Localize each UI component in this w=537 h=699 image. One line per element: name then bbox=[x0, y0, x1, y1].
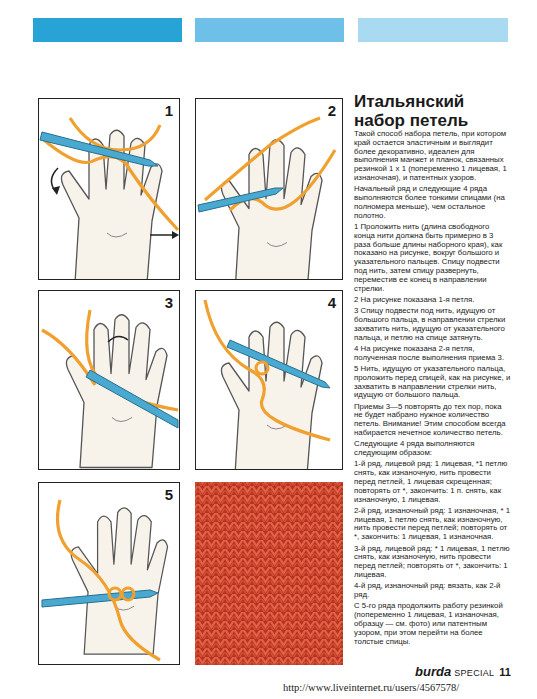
instruction-text: Приемы 3—5 повторять до тех пор, пока не… bbox=[354, 403, 511, 438]
instruction-text: 2-й ряд, изнаночный ряд: 1 изнаночная, *… bbox=[354, 507, 511, 542]
step-illustration bbox=[198, 118, 335, 279]
instruction-column: Такой способ набора петель, при котором … bbox=[354, 130, 511, 649]
page-number: 11 bbox=[499, 666, 511, 678]
instruction-text: 4-й ряд, изнаночный ряд: вязать, как 2-й… bbox=[354, 582, 511, 600]
step-illustration bbox=[205, 300, 330, 469]
loop bbox=[122, 588, 134, 600]
illustration-panel: 3 bbox=[38, 290, 180, 470]
instruction-text: 5 Нить, идущую от указательного пальца, … bbox=[354, 365, 511, 400]
instruction-text: Следующие 4 ряда выполняются следующим о… bbox=[354, 440, 511, 458]
brand-issue: SPECIAL bbox=[454, 668, 494, 678]
hand bbox=[71, 508, 167, 654]
needle bbox=[227, 340, 330, 388]
instruction-text: 2 На рисунке показана 1-я петля. bbox=[354, 296, 511, 305]
yarn bbox=[205, 118, 320, 200]
illustration-panel: 1 bbox=[38, 98, 180, 280]
page-footer: burdaSPECIAL 11 bbox=[415, 662, 511, 680]
direction-arrow bbox=[150, 234, 174, 236]
yarn bbox=[205, 300, 330, 440]
header-bar bbox=[358, 18, 508, 42]
arrowhead bbox=[172, 231, 179, 239]
direction-arrow bbox=[108, 336, 128, 342]
step-illustration bbox=[42, 500, 168, 660]
knit-sample-photo bbox=[195, 482, 343, 665]
instruction-text: Такой способ набора петель, при котором … bbox=[354, 130, 511, 183]
brand-name: burda bbox=[415, 664, 451, 679]
header-bar bbox=[195, 18, 344, 42]
needle bbox=[198, 188, 283, 212]
instruction-text: 3 Спицу подвести под нить, идущую от бол… bbox=[354, 307, 511, 342]
loop bbox=[109, 588, 121, 600]
step-number: 3 bbox=[165, 294, 173, 311]
loop bbox=[256, 362, 268, 374]
needle bbox=[40, 132, 158, 166]
watermark-url: http://www.liveinternet.ru/users/4567578… bbox=[283, 682, 459, 693]
instruction-text: 3-й ряд, лицевой ряд: * 1 лицевая, 1 пет… bbox=[354, 545, 511, 580]
illustration-panel: 2 bbox=[195, 98, 343, 280]
arrowhead bbox=[52, 186, 60, 195]
step-number: 2 bbox=[328, 102, 336, 119]
step-illustration bbox=[40, 118, 179, 279]
header-bar bbox=[33, 18, 182, 42]
step-number: 1 bbox=[165, 102, 173, 119]
step-number: 4 bbox=[328, 294, 336, 311]
page-title: Итальянский набор петель bbox=[354, 92, 511, 130]
step-illustration bbox=[42, 310, 178, 468]
needle bbox=[42, 590, 158, 607]
step-number: 5 bbox=[165, 486, 173, 503]
needle bbox=[86, 370, 178, 428]
instruction-text: 1 Проложить нить (длина свободного конца… bbox=[354, 223, 511, 293]
illustration-panel: 4 bbox=[195, 290, 343, 470]
yarn bbox=[58, 500, 161, 660]
instruction-text: 1-й ряд, лицевой ряд: 1 лицевая, *1 петл… bbox=[354, 460, 511, 504]
instruction-text: С 5-го ряда продолжить работу резинкой (… bbox=[354, 602, 511, 646]
illustration-panel: 5 bbox=[38, 482, 180, 665]
instruction-text: 4 На рисунке показана 2-я петля, получен… bbox=[354, 345, 511, 363]
instruction-text: Начальный ряд и следующие 4 ряда выполня… bbox=[354, 185, 511, 220]
